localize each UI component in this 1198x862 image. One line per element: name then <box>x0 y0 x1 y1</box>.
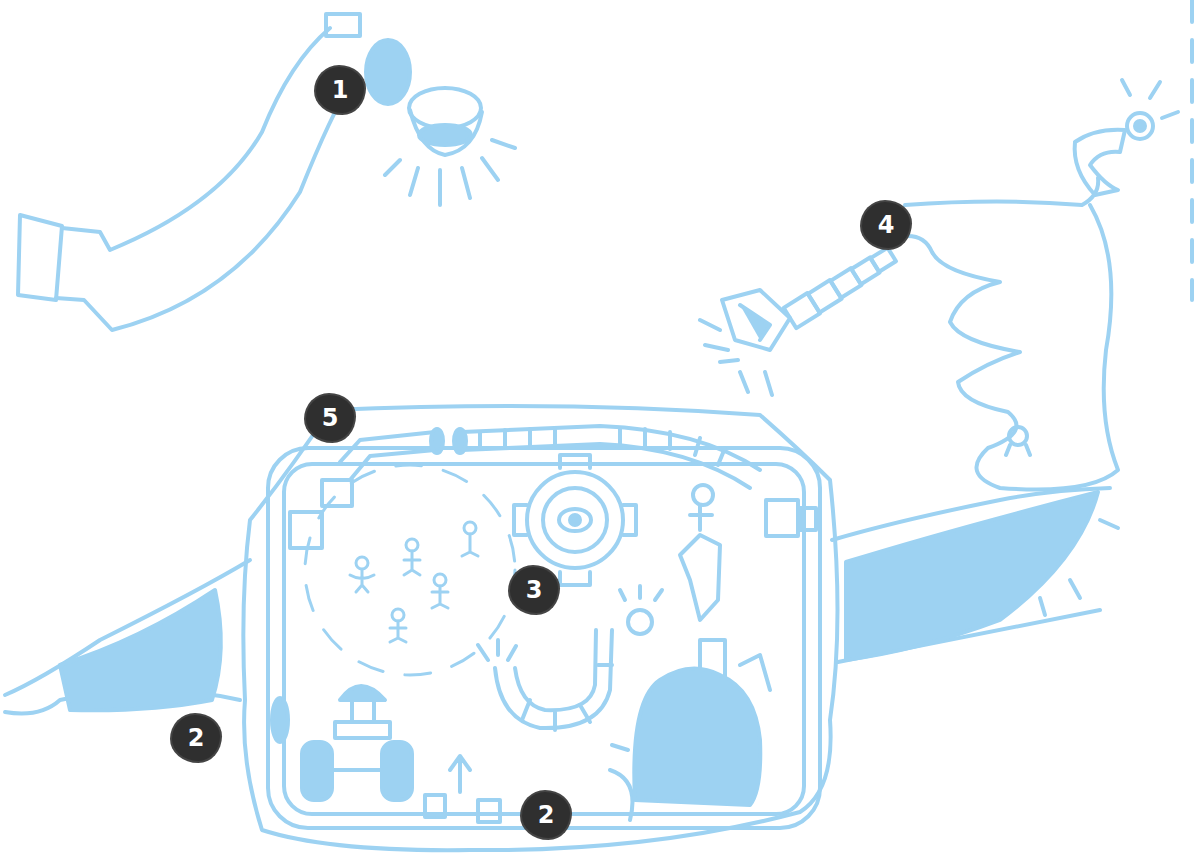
pipe <box>610 745 633 820</box>
wall-hook <box>1122 80 1178 118</box>
crew-area <box>350 522 478 642</box>
pipe <box>522 665 612 730</box>
gear <box>559 509 591 531</box>
crew-area <box>462 534 478 556</box>
crew-area <box>390 621 406 642</box>
wall-hook <box>1127 113 1153 139</box>
wall-lamp <box>700 244 898 395</box>
lamp-cord <box>905 178 1098 205</box>
greenhouse <box>634 669 760 805</box>
ground <box>846 492 1098 660</box>
callout-number: 2 <box>522 792 570 838</box>
desk-lamp <box>410 110 482 155</box>
callout-number: 4 <box>862 202 910 248</box>
lamp-cord <box>908 205 1118 490</box>
gym <box>340 686 385 700</box>
desk-lamp <box>62 28 330 250</box>
gym <box>332 768 382 772</box>
crew-area <box>432 586 448 608</box>
desk-lamp <box>18 215 62 300</box>
wall-lamp <box>808 280 842 312</box>
wall-lamp <box>851 257 879 284</box>
gear <box>527 472 623 568</box>
wall-hook <box>1075 0 1192 300</box>
gym <box>382 742 412 800</box>
desk-lamp <box>409 88 481 128</box>
tube <box>290 426 816 548</box>
desk-lamp <box>56 82 352 330</box>
desk-lamp <box>419 125 471 145</box>
wall-lamp <box>830 268 861 298</box>
ground <box>60 590 221 710</box>
callout-number: 2 <box>172 715 220 761</box>
crew-area <box>305 465 515 675</box>
tube <box>431 429 443 453</box>
gym <box>335 702 390 738</box>
desk-lamp <box>385 140 515 205</box>
gym <box>450 756 470 792</box>
crew-area <box>404 551 420 575</box>
pipe <box>628 610 652 634</box>
pipe <box>620 586 662 600</box>
station-outline <box>243 406 837 850</box>
crew-area <box>434 574 446 586</box>
gym <box>425 795 445 817</box>
gym <box>302 742 332 800</box>
tube <box>800 508 816 530</box>
callout-number: 1 <box>316 67 364 113</box>
crew-area <box>350 570 374 592</box>
tube <box>454 429 466 453</box>
gym <box>272 686 500 822</box>
greenhouse <box>634 640 770 805</box>
desk-lamp <box>326 14 360 36</box>
station-outline <box>243 406 837 850</box>
tube <box>480 428 725 465</box>
desk-lamp <box>366 40 410 104</box>
crew-area <box>392 609 404 621</box>
lamp-cord <box>1009 427 1027 445</box>
ground <box>1040 520 1118 615</box>
wall-lamp <box>722 290 790 350</box>
pipe <box>680 535 720 620</box>
pipe <box>515 630 596 710</box>
greenhouse <box>700 640 770 690</box>
tube <box>290 512 322 548</box>
crew-area <box>305 465 515 675</box>
wall-hook <box>1190 0 1194 300</box>
callout-number: 3 <box>510 567 558 613</box>
desk-lamp <box>18 14 515 330</box>
callout-number: 5 <box>306 395 354 441</box>
wall-hook <box>1135 121 1145 131</box>
wall-lamp <box>740 305 770 340</box>
tube <box>766 500 798 536</box>
pipe <box>690 505 712 530</box>
gear <box>514 455 636 585</box>
pipe <box>693 485 713 505</box>
station-outline <box>284 464 804 814</box>
gear <box>514 455 636 585</box>
wall-lamp <box>871 248 896 272</box>
pipe <box>478 640 516 660</box>
wall-lamp <box>700 320 772 395</box>
gear <box>570 515 580 525</box>
wall-lamp <box>784 244 898 328</box>
crew-area <box>356 557 368 569</box>
gym <box>272 698 288 742</box>
crew-area <box>406 539 418 551</box>
gear <box>543 488 607 552</box>
lamp-cord <box>905 178 1118 490</box>
gym <box>478 800 500 822</box>
crew-area <box>464 522 476 534</box>
tube <box>322 480 352 506</box>
station-outline <box>268 448 820 828</box>
ground <box>5 488 1118 714</box>
lamp-cord <box>1006 445 1030 455</box>
